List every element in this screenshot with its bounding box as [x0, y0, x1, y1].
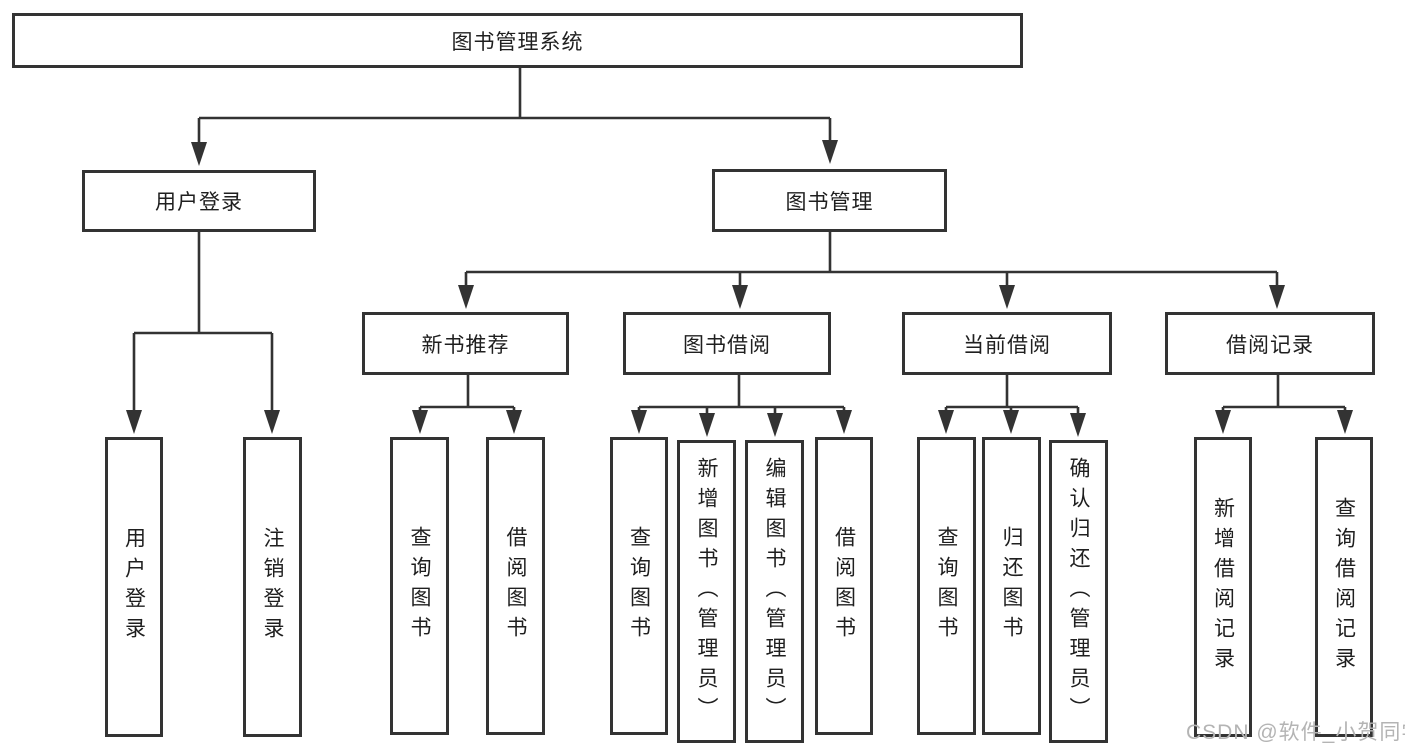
node-confirm-return-admin: 确认归还（管理员）: [1049, 440, 1108, 743]
node-query-borrow-record: 查询借阅记录: [1315, 437, 1373, 737]
node-user-login-leaf: 用户登录: [105, 437, 163, 737]
node-label: 查询图书: [627, 526, 651, 646]
node-label: 借阅图书: [832, 526, 856, 646]
node-add-borrow-record: 新增借阅记录: [1194, 437, 1252, 737]
node-label: 注销登录: [261, 527, 284, 647]
node-book-borrow: 图书借阅: [623, 312, 831, 375]
node-library-management-system: 图书管理系统: [12, 13, 1023, 68]
node-label: 图书管理: [785, 190, 874, 214]
node-label: 查询图书: [935, 526, 958, 646]
node-current-borrow: 当前借阅: [902, 312, 1112, 375]
node-label: 归还图书: [1000, 526, 1023, 646]
node-label: 编辑图书（管理员）: [763, 456, 786, 727]
node-label: 新增图书（管理员）: [695, 456, 718, 727]
node-user-login: 用户登录: [82, 170, 316, 232]
node-label: 图书管理系统: [451, 30, 584, 54]
node-label: 查询借阅记录: [1332, 497, 1356, 677]
node-new-book-recommend: 新书推荐: [362, 312, 569, 375]
node-label: 图书借阅: [683, 333, 771, 357]
node-label: 借阅记录: [1226, 333, 1314, 357]
node-label: 新增借阅记录: [1211, 497, 1235, 677]
node-add-book-admin: 新增图书（管理员）: [677, 440, 736, 743]
arrowhead-icons: [126, 140, 1353, 437]
node-label: 确认归还（管理员）: [1067, 456, 1090, 727]
node-label: 用户登录: [155, 191, 243, 214]
node-query-books-borrow: 查询图书: [610, 437, 668, 735]
node-logout-leaf: 注销登录: [243, 437, 302, 737]
node-edit-book-admin: 编辑图书（管理员）: [745, 440, 804, 743]
node-label: 查询图书: [408, 526, 431, 646]
node-borrow-books-recommend: 借阅图书: [486, 437, 545, 735]
node-return-books: 归还图书: [982, 437, 1041, 735]
node-book-management: 图书管理: [712, 169, 947, 232]
node-query-books-recommend: 查询图书: [390, 437, 449, 735]
node-label: 借阅图书: [504, 526, 527, 646]
node-borrow-records: 借阅记录: [1165, 312, 1375, 375]
node-label: 用户登录: [122, 527, 146, 647]
node-label: 当前借阅: [963, 333, 1051, 357]
node-borrow-books-leaf: 借阅图书: [815, 437, 873, 735]
watermark-text: CSDN @软件_小贺同学: [1186, 721, 1405, 744]
node-query-books-current: 查询图书: [917, 437, 976, 735]
node-label: 新书推荐: [421, 333, 510, 357]
